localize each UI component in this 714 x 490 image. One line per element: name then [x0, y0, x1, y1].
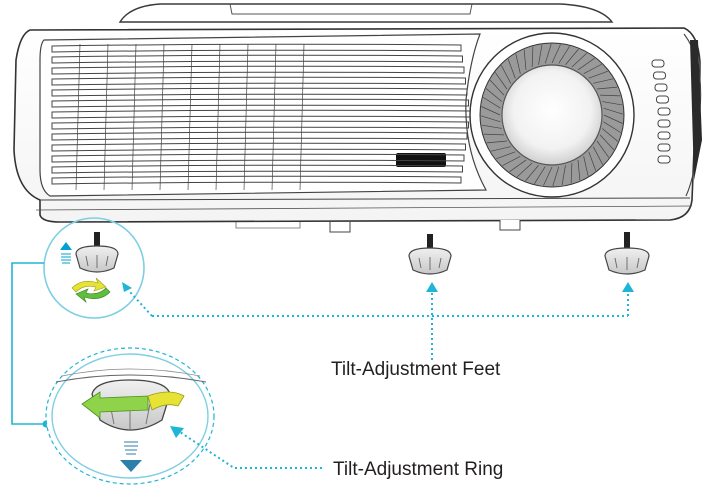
down-arrow-icon	[120, 441, 142, 472]
rotate-arrows-icon	[81, 391, 185, 419]
tilt-foot-left	[75, 232, 119, 273]
rotate-arrows-icon	[71, 277, 111, 303]
tilt-foot-center	[408, 234, 452, 275]
tilt-adjustment-ring-label: Tilt-Adjustment Ring	[333, 459, 504, 480]
tilt-adjustment-feet-label: Tilt-Adjustment Feet	[331, 359, 501, 380]
feet-leader-arrowheads	[122, 282, 634, 292]
small-callout-circle	[43, 217, 145, 319]
ring-leader-line	[170, 426, 322, 469]
large-callout-circle	[45, 347, 215, 485]
feet-leader-lines	[129, 290, 629, 360]
callout-bracket-line	[11, 262, 46, 425]
side-indicators	[651, 59, 671, 164]
tilt-foot-right	[604, 232, 650, 275]
up-arrow-icon	[60, 242, 72, 264]
vent-grille	[51, 43, 471, 191]
projector-lens	[469, 32, 635, 198]
